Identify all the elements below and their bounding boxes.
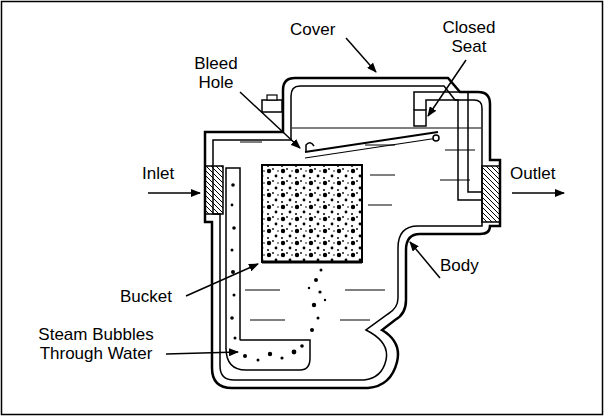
part-label: Inlet bbox=[142, 164, 174, 183]
part-label: Bucket bbox=[120, 287, 172, 306]
part-label: Bleed Hole bbox=[186, 54, 246, 92]
part-label: Body bbox=[440, 256, 479, 275]
part-label: Outlet bbox=[510, 164, 555, 183]
part-label: Closed Seat bbox=[434, 18, 504, 56]
part-label: Steam Bubbles Through Water bbox=[30, 325, 162, 363]
part-label: Cover bbox=[290, 20, 335, 39]
